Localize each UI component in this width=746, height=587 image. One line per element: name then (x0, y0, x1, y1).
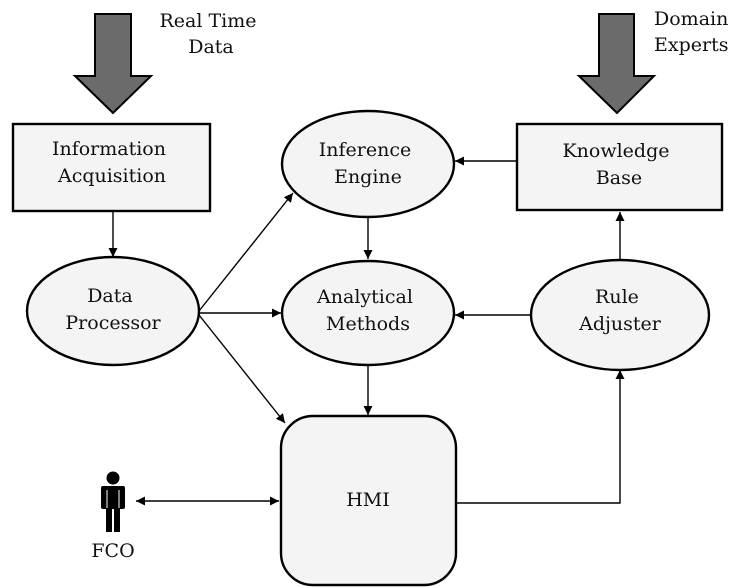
person-icon (101, 471, 125, 532)
information-acquisition-node: Information Acquisition (11, 122, 212, 213)
real-time-data-label: Real Time Data (159, 10, 262, 58)
fco-label: FCO (91, 540, 134, 562)
inference-engine-node: Inference Engine (280, 109, 456, 219)
hmi-node: HMI (279, 414, 458, 587)
svg-text:Information Acquisition: Information Acquisition (52, 138, 172, 187)
knowledge-base-node: Knowledge Base (515, 122, 724, 212)
real-time-data-input-arrow (72, 13, 154, 115)
arrow-processor-to-hmi (198, 314, 286, 424)
svg-text:Inference Engine: Inference Engine (319, 139, 418, 188)
domain-experts-input-arrow (576, 13, 657, 115)
svg-text:Rule Adjuster: Rule Adjuster (578, 286, 662, 335)
svg-text:Knowledge Base: Knowledge Base (562, 140, 675, 189)
arrow-processor-to-inference (198, 192, 294, 312)
svg-text:Data Processor: Data Processor (65, 285, 161, 334)
analytical-methods-node: Analytical Methods (280, 259, 456, 367)
data-processor-node: Data Processor (25, 255, 201, 367)
svg-text:Analytical Methods: Analytical Methods (316, 286, 419, 335)
rule-adjuster-node: Rule Adjuster (529, 258, 711, 372)
arrow-hmi-to-rule-adjuster (457, 370, 625, 504)
domain-experts-label: Domain Experts (654, 8, 734, 56)
svg-text:HMI: HMI (346, 489, 390, 511)
